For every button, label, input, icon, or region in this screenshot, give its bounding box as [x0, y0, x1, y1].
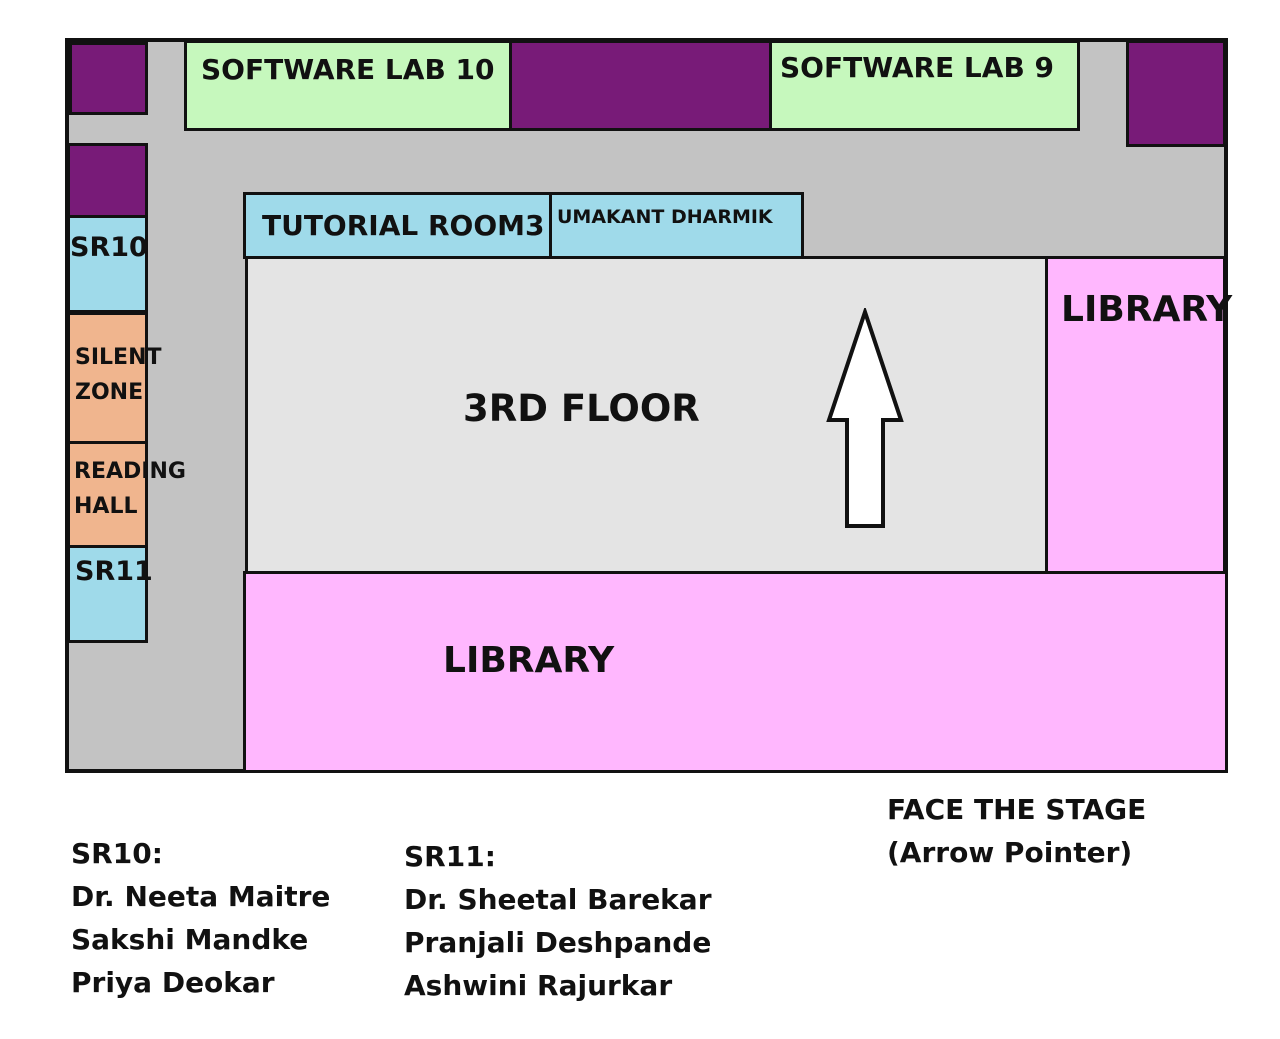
direction-note-line-1: FACE THE STAGE	[887, 793, 1147, 826]
assignment-person: Dr. Sheetal Barekar	[404, 883, 712, 916]
room-silent-zone: SILENT ZONE	[67, 312, 162, 445]
room-label-line-2: ZONE	[75, 380, 144, 405]
purple-block-top-right	[1126, 40, 1226, 147]
room-software-lab-10: SOFTWARE LAB 10	[184, 40, 512, 131]
room-label: SR10	[70, 232, 148, 263]
assignment-person: Sakshi Mandke	[71, 923, 309, 956]
room-label: SR11	[75, 556, 153, 587]
floor-label: 3RD FLOOR	[463, 387, 700, 430]
sr10-assignment: SR10: Dr. Neeta Maitre Sakshi Mandke Pri…	[71, 832, 330, 1004]
direction-note: FACE THE STAGE (Arrow Pointer)	[887, 788, 1146, 874]
central-courtyard: 3RD FLOOR	[245, 256, 1050, 575]
assignment-person: Dr. Neeta Maitre	[71, 880, 331, 913]
room-label: TUTORIAL ROOM3	[262, 209, 545, 242]
room-label-line-1: READING	[74, 459, 186, 484]
room-label: SOFTWARE LAB 10	[201, 53, 495, 86]
room-label: UMAKANT DHARMIK	[557, 206, 773, 228]
room-library-bottom: LIBRARY	[243, 571, 1228, 773]
purple-block-left	[67, 143, 148, 219]
purple-block-top-middle	[509, 40, 772, 131]
room-label: LIBRARY	[1061, 289, 1233, 330]
room-label: LIBRARY	[443, 640, 615, 681]
direction-note-line-2: (Arrow Pointer)	[887, 836, 1133, 869]
room-tutorial-room3: TUTORIAL ROOM3	[243, 192, 553, 259]
assignment-person: Priya Deokar	[71, 966, 275, 999]
room-sr11: SR11	[67, 545, 153, 643]
room-label: SOFTWARE LAB 9	[780, 51, 1055, 84]
room-software-lab-9: SOFTWARE LAB 9	[769, 40, 1080, 131]
assignment-room: SR10:	[71, 837, 163, 870]
assignment-person: Ashwini Rajurkar	[404, 969, 673, 1002]
up-arrow-icon	[825, 305, 905, 532]
purple-block-top-left	[69, 42, 148, 115]
room-sr10: SR10	[67, 215, 148, 313]
assignment-room: SR11:	[404, 840, 496, 873]
room-reading-hall: READING HALL	[67, 441, 186, 548]
assignment-person: Pranjali Deshpande	[404, 926, 712, 959]
room-library-right: LIBRARY	[1045, 256, 1232, 575]
room-label-line-1: SILENT	[75, 345, 162, 370]
room-umakant-dharmik: UMAKANT DHARMIK	[549, 192, 804, 259]
room-label-line-2: HALL	[74, 494, 138, 519]
sr11-assignment: SR11: Dr. Sheetal Barekar Pranjali Deshp…	[404, 835, 712, 1007]
